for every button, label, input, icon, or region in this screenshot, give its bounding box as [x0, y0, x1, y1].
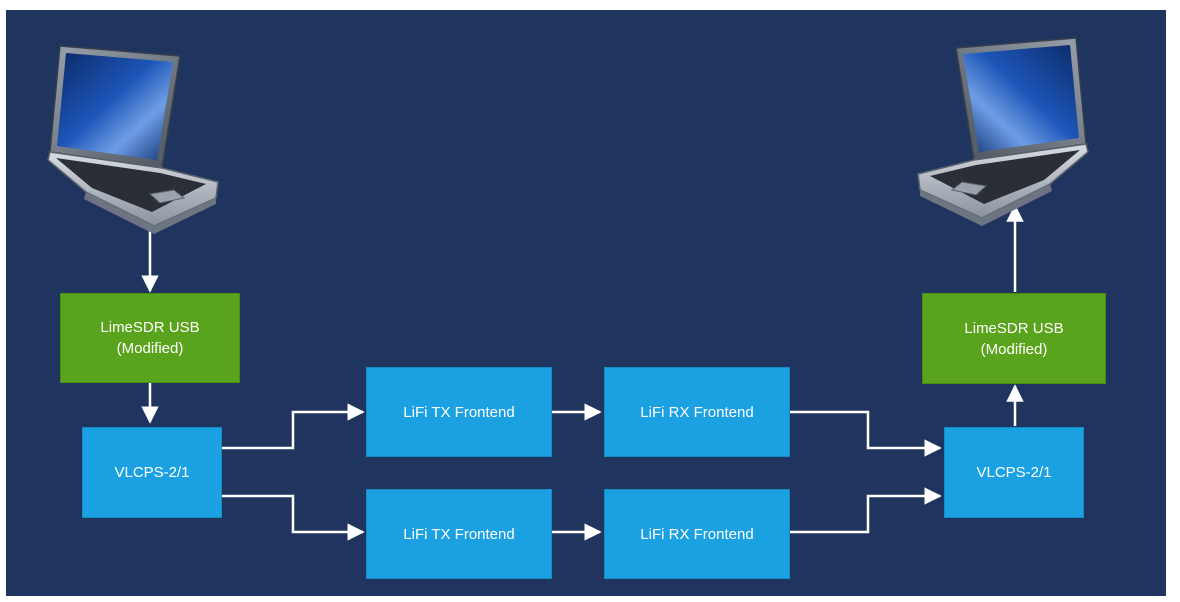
edge-rx-top-to-splitter-right	[790, 410, 942, 457]
diagram-canvas: LimeSDR USB (Modified) LimeSDR USB (Modi…	[6, 10, 1166, 596]
tx-bottom-node[interactable]: LiFi TX Frontend	[366, 489, 552, 579]
rx-top-label: LiFi RX Frontend	[640, 403, 754, 421]
tx-top-label: LiFi TX Frontend	[403, 403, 515, 421]
sdr-left-label: LimeSDR USB (Modified)	[100, 319, 200, 357]
edge-splitter-left-to-tx-top	[222, 403, 365, 450]
edge-rx-bottom-to-splitter-right	[790, 487, 942, 534]
rx-bottom-label: LiFi RX Frontend	[640, 525, 754, 543]
laptop-left-icon[interactable]	[46, 42, 226, 238]
sdr-right-node[interactable]: LimeSDR USB (Modified)	[922, 293, 1106, 384]
splitter-right-node[interactable]: VLCPS-2/1	[944, 427, 1084, 518]
sdr-right-label: LimeSDR USB (Modified)	[964, 319, 1064, 358]
rx-top-node[interactable]: LiFi RX Frontend	[604, 367, 790, 457]
splitter-left-label: VLCPS-2/1	[114, 464, 190, 481]
rx-bottom-node[interactable]: LiFi RX Frontend	[604, 489, 790, 579]
splitter-left-node[interactable]: VLCPS-2/1	[82, 427, 222, 518]
sdr-left-node[interactable]: LimeSDR USB (Modified)	[60, 293, 240, 383]
tx-bottom-label: LiFi TX Frontend	[403, 525, 515, 543]
splitter-right-label: VLCPS-2/1	[976, 464, 1052, 481]
tx-top-node[interactable]: LiFi TX Frontend	[366, 367, 552, 457]
edge-splitter-left-to-tx-bottom	[222, 494, 365, 541]
connector-layer	[141, 202, 1024, 541]
laptop-right-icon[interactable]	[910, 34, 1090, 230]
